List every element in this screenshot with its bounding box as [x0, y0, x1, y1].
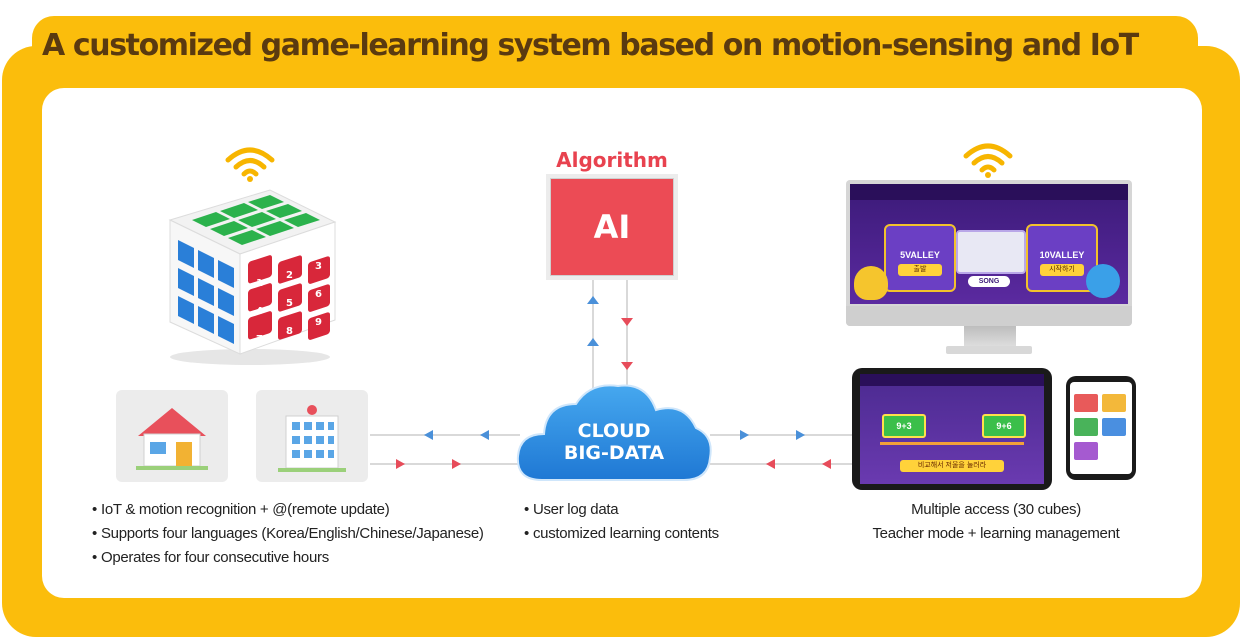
- arrow-left-icon: [480, 430, 489, 440]
- arrow-down-icon: [621, 362, 633, 370]
- phone-screen: [1070, 382, 1132, 474]
- phone-tile: [1074, 394, 1098, 412]
- game-card-left: 5VALLEY 출발: [884, 224, 956, 292]
- cube-key-label: 5: [286, 298, 293, 309]
- monitor-base: [946, 346, 1032, 354]
- access-note: Teacher mode + learning management: [872, 525, 1120, 542]
- arrow-left-icon: [766, 459, 775, 469]
- tablet-scale-beam: [880, 442, 1024, 445]
- mascot-blue: [1086, 264, 1120, 298]
- arrow-right-icon: [740, 430, 749, 440]
- arrow-up-icon: [587, 338, 599, 346]
- connector-line: [710, 463, 852, 465]
- arrow-right-icon: [796, 430, 805, 440]
- ai-box-text: AI: [593, 208, 631, 246]
- arrow-down-icon: [621, 318, 633, 326]
- monitor-stand: [964, 326, 1016, 348]
- cloud-label: CLOUD BIG-DATA: [514, 420, 714, 464]
- game-begin-button: 시작하기: [1040, 264, 1084, 276]
- diagram-title: A customized game-learning system based …: [42, 28, 1139, 63]
- phone-tile: [1074, 442, 1098, 460]
- game-start-button: 출발: [898, 264, 942, 276]
- tablet-banner: 비교해서 저울을 눌러라: [900, 460, 1004, 472]
- device-notes: IoT & motion recognition + @(remote upda…: [92, 498, 484, 570]
- phone-tile: [1102, 418, 1126, 436]
- mascot-yellow: [854, 266, 888, 300]
- monitor-screen: 5VALLEY 출발 10VALLEY 시작하기 SONG: [850, 184, 1128, 304]
- arrow-right-icon: [452, 459, 461, 469]
- arrow-right-icon: [396, 459, 405, 469]
- data-note: customized learning contents: [524, 522, 719, 546]
- cube-key-label: 4: [256, 306, 263, 317]
- access-notes: Multiple access (30 cubes) Teacher mode …: [846, 498, 1146, 546]
- tablet-screen: 9+3 9+6 비교해서 저울을 눌러라: [860, 374, 1044, 484]
- game-top-bar: [850, 184, 1128, 200]
- wifi-icon: [963, 143, 1013, 178]
- cloud-label-line2: BIG-DATA: [563, 442, 665, 464]
- connector-line: [370, 463, 520, 465]
- algorithm-label: Algorithm: [556, 148, 668, 172]
- cloud-icon: [516, 384, 712, 481]
- device-note: IoT & motion recognition + @(remote upda…: [92, 498, 484, 522]
- home-tile: [116, 390, 228, 482]
- arrow-up-icon: [587, 296, 599, 304]
- phone-tile: [1074, 418, 1098, 436]
- arrow-left-icon: [424, 430, 433, 440]
- cube-key-label: 3: [315, 261, 322, 272]
- game-card-left-label: 5VALLEY: [900, 250, 940, 260]
- connector-line: [626, 280, 628, 390]
- connector-line: [710, 434, 852, 436]
- cube-key-label: 2: [286, 270, 293, 281]
- game-center-panel: [956, 230, 1026, 274]
- cube-key-label: 9: [315, 317, 322, 328]
- school-tile: [256, 390, 368, 482]
- wifi-icon: [225, 147, 275, 182]
- device-note: Operates for four consecutive hours: [92, 546, 484, 570]
- data-notes: User log data customized learning conten…: [524, 498, 719, 546]
- cube-key-label: 8: [286, 326, 293, 337]
- cloud-label-line1: CLOUD: [577, 420, 651, 442]
- house-icon: [136, 408, 208, 470]
- connector-line: [592, 280, 594, 390]
- data-note: User log data: [524, 498, 719, 522]
- access-note: Multiple access (30 cubes): [911, 501, 1081, 518]
- motion-cube-illustration: 1 2 3 4 5 6 7 8 9: [168, 189, 337, 365]
- tablet-top-bar: [860, 374, 1044, 386]
- tablet-sign-left: 9+3: [882, 414, 926, 438]
- cube-key-label: 1: [256, 278, 263, 289]
- phone-tile: [1102, 394, 1126, 412]
- game-song-button: SONG: [968, 276, 1010, 287]
- cube-key-label: 6: [315, 289, 322, 300]
- monitor-chin: [846, 306, 1132, 326]
- connector-line: [370, 434, 520, 436]
- ai-box: AI: [550, 178, 674, 276]
- arrow-left-icon: [822, 459, 831, 469]
- cube-key-label: 7: [256, 334, 263, 345]
- device-note: Supports four languages (Korea/English/C…: [92, 522, 484, 546]
- game-card-right-label: 10VALLEY: [1039, 250, 1085, 260]
- tablet-sign-right: 9+6: [982, 414, 1026, 438]
- title-tab: [32, 16, 1198, 76]
- building-icon: [278, 405, 346, 472]
